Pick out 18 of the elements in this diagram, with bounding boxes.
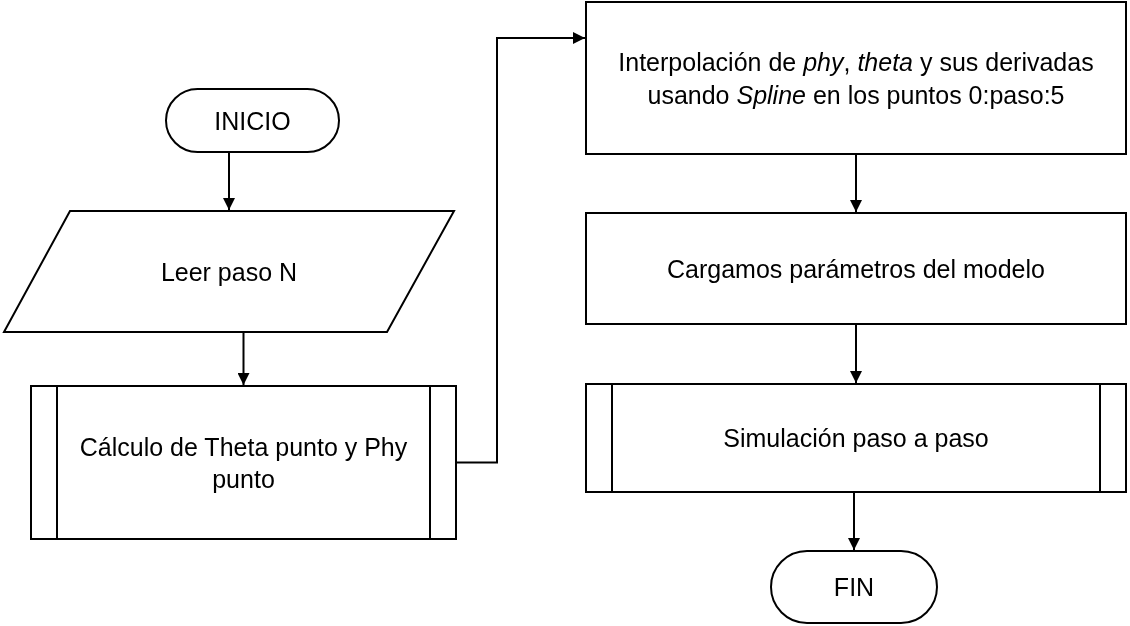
subprocess-box — [585, 383, 1127, 493]
node-text: Leer paso N — [159, 256, 299, 288]
arrow — [848, 492, 860, 551]
node-text: FIN — [832, 571, 876, 603]
arrow — [850, 154, 862, 213]
node-text: Cargamos parámetros del modelo — [666, 253, 1046, 285]
process-box — [585, 212, 1127, 325]
arrow — [223, 152, 235, 211]
arrow — [237, 332, 250, 386]
node-text: Simulación paso a paso — [722, 422, 990, 454]
arrow — [850, 324, 862, 384]
node-text: Cálculo de Theta punto y Phy punto — [78, 431, 409, 495]
arrow — [456, 32, 586, 464]
subprocess-box — [30, 385, 457, 540]
process-box — [585, 1, 1127, 155]
node-text: INICIO — [213, 105, 292, 137]
node-text: Interpolación de phy, theta y sus derivadas usando Spline en los puntos 0:paso:5 — [617, 46, 1095, 111]
input-parallelogram — [3, 210, 455, 333]
